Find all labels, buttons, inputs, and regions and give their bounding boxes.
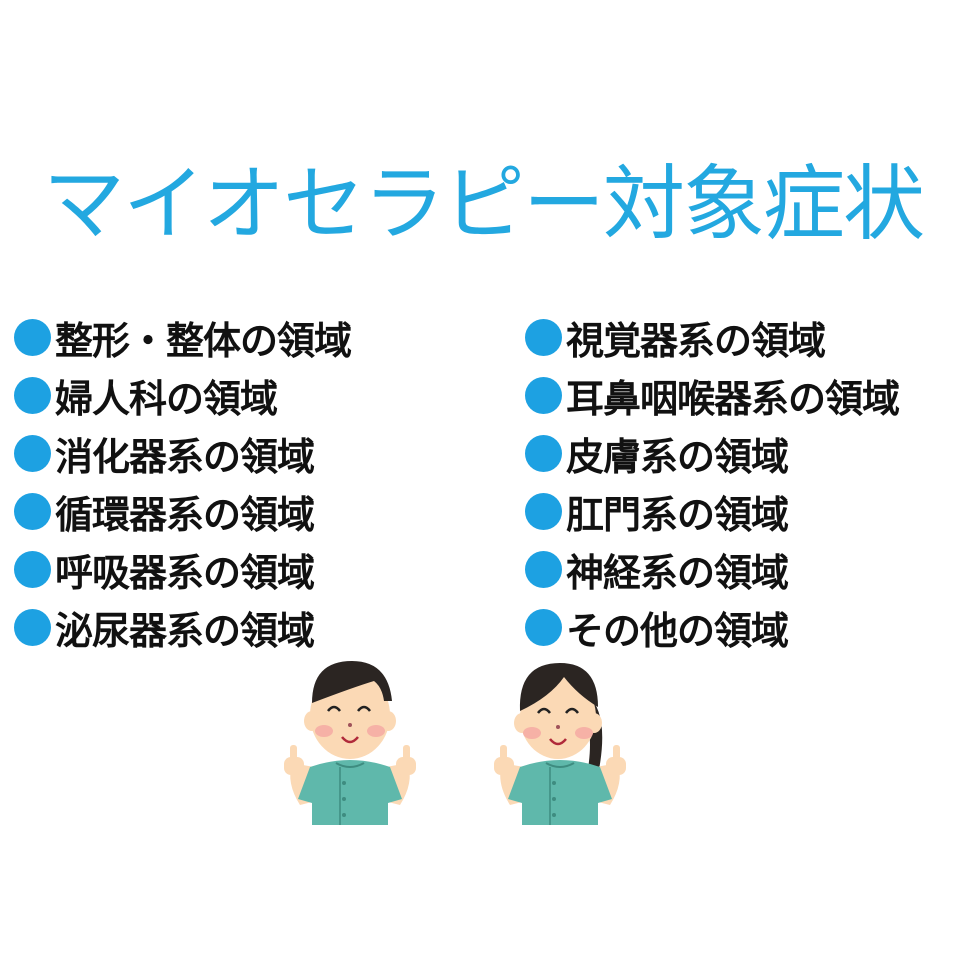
female-therapist-thumbs-up-icon <box>480 655 640 825</box>
list-item-label: 婦人科の領域 <box>55 375 278 421</box>
list-item: 整形・整体の領域 <box>14 308 352 366</box>
bullet-icon <box>525 376 562 414</box>
list-item-label: 循環器系の領域 <box>55 491 315 537</box>
bullet-icon <box>14 608 51 646</box>
list-item: 皮膚系の領域 <box>525 424 899 482</box>
list-item: 呼吸器系の領域 <box>14 540 351 598</box>
list-item: 視覚器系の領域 <box>525 308 899 366</box>
list-item-label: 耳鼻咽喉器系の領域 <box>566 375 900 421</box>
bullet-icon <box>525 608 562 646</box>
bullet-icon <box>14 492 51 530</box>
list-item-label: 肛門系の領域 <box>566 491 789 537</box>
bullet-icon <box>14 550 51 588</box>
list-item: 肛門系の領域 <box>525 482 899 540</box>
bullet-icon <box>14 318 51 356</box>
list-item: 泌尿器系の領域 <box>14 598 351 656</box>
male-therapist-thumbs-up-icon <box>270 655 430 825</box>
list-item-label: 神経系の領域 <box>566 549 789 595</box>
list-item: 循環器系の領域 <box>14 482 351 540</box>
bullet-icon <box>525 318 562 356</box>
list-item: 消化器系の領域 <box>14 424 351 482</box>
bullet-icon <box>525 550 562 588</box>
bullet-icon <box>14 376 51 414</box>
list-item-label: 泌尿器系の領域 <box>55 607 315 653</box>
list-item-label: 視覚器系の領域 <box>566 317 826 363</box>
bullet-icon <box>525 492 562 530</box>
list-item-label: 整形・整体の領域 <box>55 317 352 363</box>
left-symptom-list: 整形・整体の領域 婦人科の領域 消化器系の領域 循環器系の領域 呼吸器系の領域 … <box>14 308 352 656</box>
list-item-label: 皮膚系の領域 <box>566 433 789 479</box>
page-title: マイオセラピー対象症状 <box>42 157 925 252</box>
bullet-icon <box>525 434 562 472</box>
list-item-label: その他の領域 <box>566 607 789 653</box>
right-symptom-list: 視覚器系の領域 耳鼻咽喉器系の領域 皮膚系の領域 肛門系の領域 神経系の領域 そ… <box>525 308 900 656</box>
list-item-label: 呼吸器系の領域 <box>55 549 315 595</box>
bullet-icon <box>14 434 51 472</box>
list-item: 婦人科の領域 <box>14 366 351 424</box>
list-item-label: 消化器系の領域 <box>55 433 315 479</box>
list-item: 耳鼻咽喉器系の領域 <box>525 366 900 424</box>
list-item: その他の領域 <box>525 598 899 656</box>
list-item: 神経系の領域 <box>525 540 899 598</box>
